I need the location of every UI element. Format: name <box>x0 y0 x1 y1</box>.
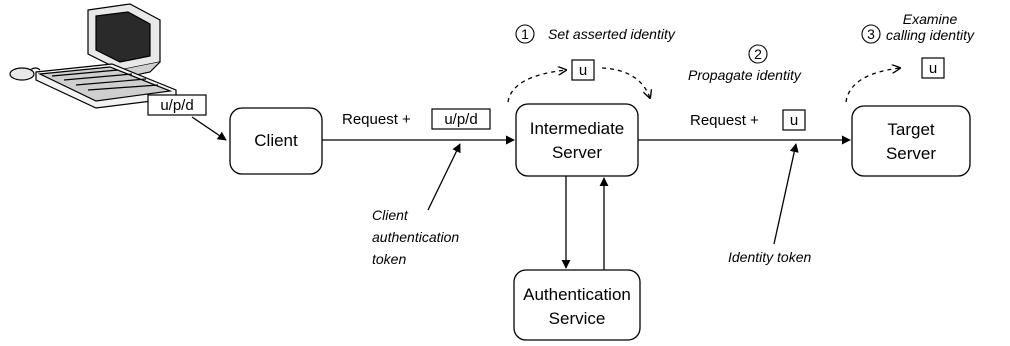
identity-token-annotation: Identity token <box>728 249 811 265</box>
svg-text:Authentication: Authentication <box>523 285 631 304</box>
client-token-annotation-line-2: authentication <box>372 229 459 245</box>
svg-text:1: 1 <box>521 26 529 42</box>
intermediate-server-node: Intermediate Server <box>515 103 639 177</box>
request-credentials-token: u/p/d <box>431 108 491 130</box>
propagated-identity-token: u <box>782 109 806 131</box>
svg-text:u: u <box>929 60 937 77</box>
intermediate-request-label: Request + <box>690 112 759 129</box>
computer-icon <box>9 3 177 109</box>
credentials-to-client-arrow <box>191 116 227 141</box>
asserted-identity-flow-arrow-out <box>601 67 650 98</box>
svg-text:Client: Client <box>254 131 298 150</box>
client-token-pointer-arrow <box>427 143 461 211</box>
client-request-label: Request + <box>342 111 411 128</box>
svg-text:u/p/d: u/p/d <box>444 111 477 128</box>
client-token-annotation-line-1: Client <box>372 207 409 223</box>
client-token-annotation-line-3: token <box>372 251 406 267</box>
svg-text:u/p/d: u/p/d <box>160 97 193 114</box>
asserted-identity-flow-arrow-in <box>507 70 566 103</box>
client-node: Client <box>229 107 323 175</box>
svg-text:2: 2 <box>754 46 762 62</box>
svg-text:Target: Target <box>887 120 935 139</box>
svg-text:Intermediate: Intermediate <box>530 119 625 138</box>
authentication-service-node: Authentication Service <box>513 269 641 341</box>
step-3-marker: 3 <box>861 24 881 44</box>
step-3-label-line-1: Examine <box>903 11 958 27</box>
step-1-label: Set asserted identity <box>548 26 676 42</box>
step-2-label: Propagate identity <box>688 67 802 83</box>
svg-text:u: u <box>579 62 587 79</box>
step-3-label-line-2: calling identity <box>886 27 975 43</box>
target-server-node: Target Server <box>851 105 971 177</box>
step-1-marker: 1 <box>515 24 535 44</box>
svg-text:u: u <box>790 112 798 129</box>
identity-token-pointer-arrow <box>773 143 799 245</box>
step-2-marker: 2 <box>748 44 768 64</box>
svg-text:Server: Server <box>552 143 602 162</box>
calling-identity-token: u <box>921 57 945 79</box>
svg-text:Service: Service <box>549 309 606 328</box>
calling-identity-flow-arrow <box>845 68 900 103</box>
svg-text:Server: Server <box>886 144 936 163</box>
user-credentials-token: u/p/d <box>147 94 207 116</box>
svg-text:3: 3 <box>867 26 875 42</box>
asserted-identity-token: u <box>571 59 595 81</box>
